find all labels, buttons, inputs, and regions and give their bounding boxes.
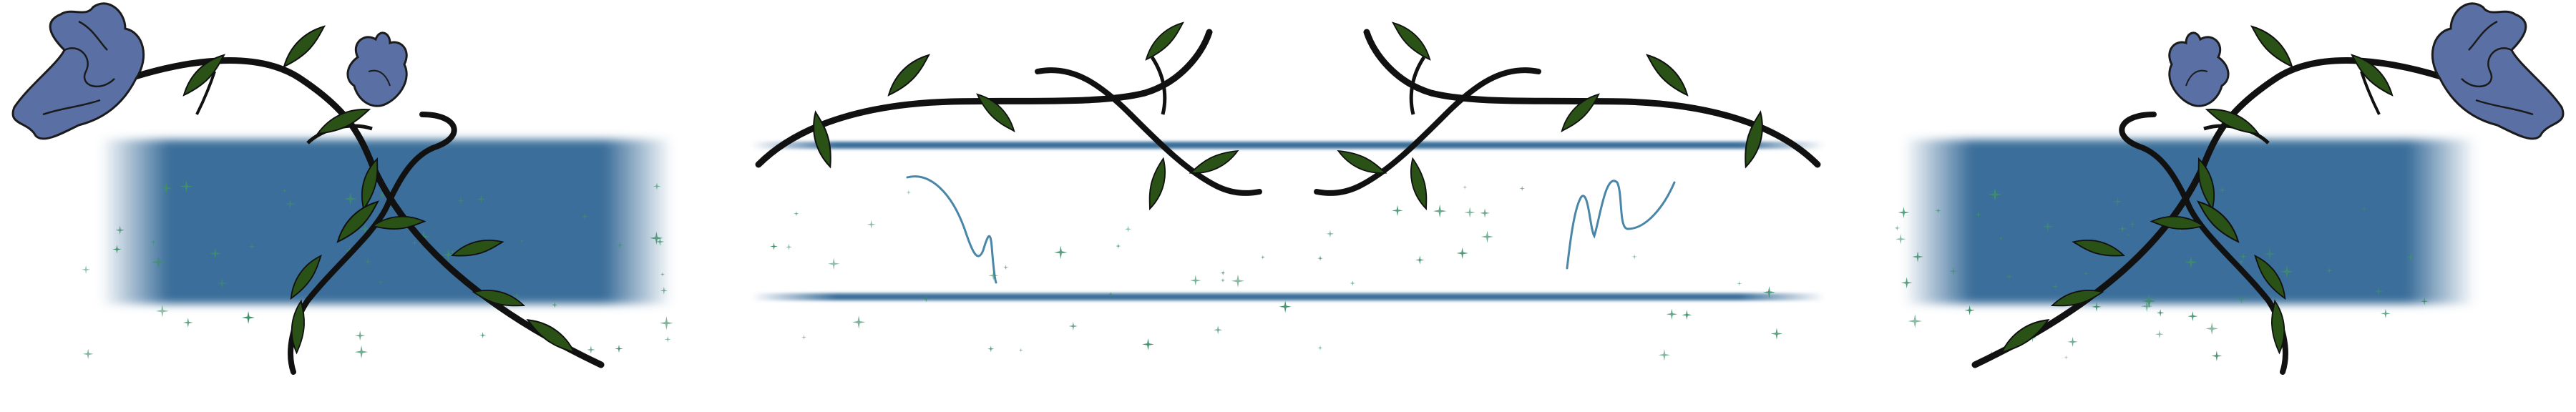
left-squiggle (906, 175, 997, 284)
sparkle (1480, 230, 1494, 243)
sparkle (1068, 321, 1078, 331)
sparkle (988, 270, 999, 281)
sparkle (1908, 314, 1923, 328)
sparkle (1142, 338, 1154, 350)
sparkle (987, 345, 995, 353)
right-rose-vine (1971, 2, 2565, 375)
sparkle (1350, 280, 1356, 286)
sparkle (1317, 255, 1323, 261)
sparkle (1220, 270, 1226, 276)
center-bottom-rule (751, 293, 1825, 300)
sparkle (1666, 308, 1678, 320)
sparkle (1737, 280, 1742, 286)
rose-bud-icon (346, 31, 408, 107)
sparkle (354, 345, 369, 359)
sparkle (1279, 300, 1292, 313)
sparkle (1463, 185, 1468, 190)
sparkle (2067, 336, 2078, 348)
sparkle (1018, 348, 1023, 353)
sparkle (1220, 278, 1226, 283)
sparkle (242, 311, 255, 324)
sparkle (1003, 265, 1009, 270)
sparkle (1456, 247, 1468, 260)
sparkle (1116, 243, 1121, 249)
center-top-rule (751, 142, 1825, 149)
sparkle (770, 242, 778, 250)
center-right-branch (1314, 21, 1821, 210)
sparkle (1964, 305, 1975, 315)
sparkle (1433, 204, 1447, 218)
sparkle (1519, 185, 1526, 192)
sparkle (1415, 255, 1425, 265)
sparkle (1480, 208, 1490, 218)
sparkle (1054, 245, 1068, 260)
sparkle (867, 220, 876, 229)
sparkle (1260, 255, 1265, 260)
sparkle (852, 315, 866, 329)
sparkle (2211, 350, 2223, 361)
sparkle (81, 265, 91, 275)
sparkle (1894, 225, 1901, 231)
sparkle (1770, 328, 1783, 340)
left-rose-vine (11, 2, 605, 375)
sparkle (785, 243, 793, 250)
right-squiggle (1566, 180, 1676, 270)
sparkle (2187, 311, 2198, 322)
sparkle (664, 335, 671, 343)
sparkle (2064, 355, 2069, 360)
sparkle (615, 344, 623, 353)
sparkle (1464, 207, 1475, 218)
sparkle (479, 332, 487, 339)
sparkle (1392, 205, 1403, 217)
sparkle (155, 304, 169, 318)
sparkle (355, 330, 366, 341)
sparkle (1682, 310, 1692, 320)
rose-icon (2431, 2, 2565, 140)
sparkle (1190, 275, 1201, 286)
center-left-branch (755, 21, 1262, 210)
sparkle (1124, 225, 1132, 232)
rose-bud-icon (2168, 31, 2230, 107)
sparkle (1631, 254, 1637, 260)
sparkle (182, 318, 193, 328)
sparkle (2205, 322, 2219, 335)
sparkle (1214, 325, 1223, 335)
sparkle (1658, 349, 1671, 361)
sparkle (794, 211, 799, 217)
sparkle (2155, 330, 2164, 339)
sparkle (2381, 308, 2391, 319)
sparkle (82, 348, 94, 360)
sparkle (587, 345, 595, 354)
sparkle (827, 258, 840, 270)
sparkle (2156, 309, 2165, 317)
rose-icon (11, 2, 145, 140)
sparkle (801, 334, 807, 340)
sparkle (906, 190, 912, 195)
sparkle (659, 316, 673, 330)
sparkle (1231, 274, 1245, 288)
sparkle (1317, 345, 1323, 350)
sparkle (1326, 230, 1335, 238)
